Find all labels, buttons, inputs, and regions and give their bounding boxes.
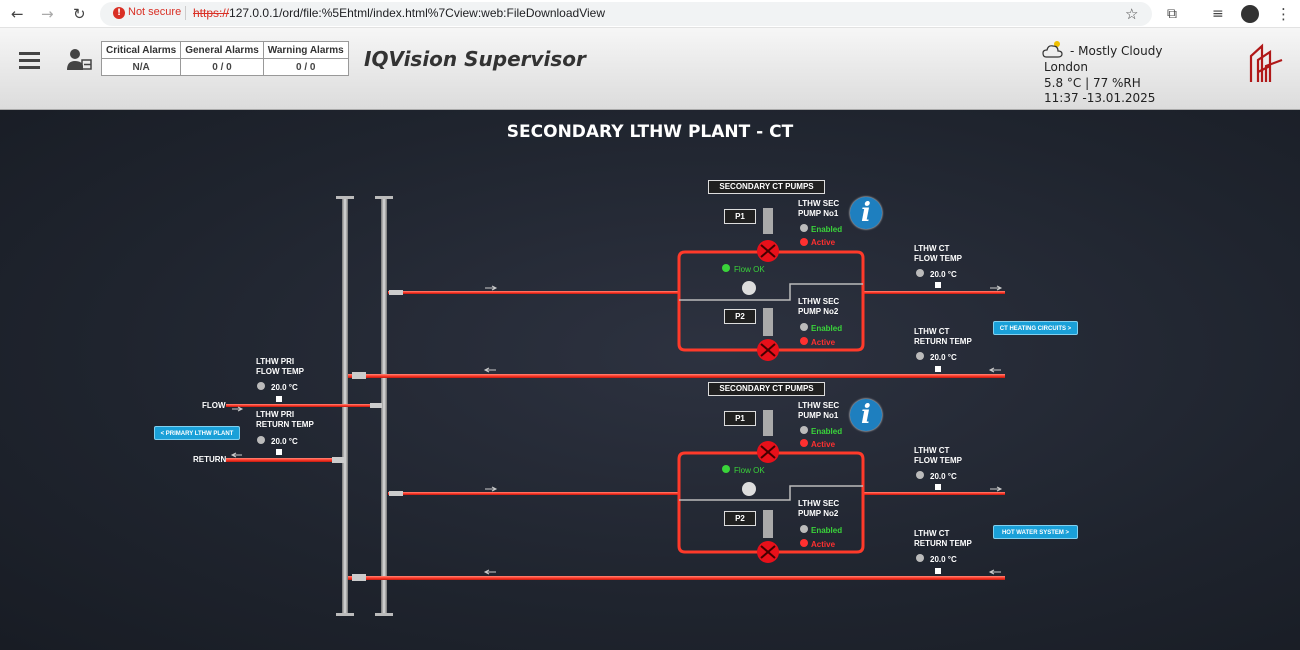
bookmark-star-icon[interactable]: ☆ <box>1125 5 1139 23</box>
url-text[interactable]: https://127.0.0.1/ord/file:%5Ehtml/index… <box>193 6 605 20</box>
not-secure-icon[interactable]: ! <box>113 7 125 19</box>
flow-label: FLOW <box>202 401 226 410</box>
flow-ok-2: Flow OK <box>734 466 765 475</box>
pump-group-1 <box>348 208 1005 379</box>
pump2-label-1: LTHW SEC PUMP No2 <box>798 297 840 316</box>
pumps-header-2: SECONDARY CT PUMPS <box>708 382 825 396</box>
ct-flow-temp-label-1: LTHW CT FLOW TEMP <box>914 244 962 263</box>
pumps-header-1: SECONDARY CT PUMPS <box>708 180 825 194</box>
p1-label-2[interactable]: P1 <box>724 411 756 426</box>
ct-flow-pipe-out <box>862 291 1005 294</box>
primary-return-pipe <box>226 458 342 462</box>
forward-icon[interactable]: → <box>41 5 54 23</box>
not-secure-label[interactable]: Not secure <box>128 6 182 18</box>
weather-location: London <box>1044 60 1088 74</box>
profile-avatar-icon[interactable] <box>1241 5 1259 23</box>
pump1-enabled-1: Enabled <box>811 225 843 234</box>
pri-flow-temp-label: LTHW PRI FLOW TEMP <box>256 357 304 376</box>
p1-label-1[interactable]: P1 <box>724 209 756 224</box>
pump-motor-2 <box>763 308 773 336</box>
hw-return-temp-label-2: LTHW CT RETURN TEMP <box>914 529 972 548</box>
hw-return-sensor-icon[interactable] <box>935 568 941 574</box>
flow-switch-icon[interactable] <box>742 281 756 295</box>
address-divider <box>185 6 186 20</box>
pump2-enabled-1: Enabled <box>811 324 843 333</box>
warning-alarms-value[interactable]: 0 / 0 <box>262 58 349 76</box>
weather-condition: - Mostly Cloudy <box>1070 44 1163 58</box>
pump-motor-1 <box>763 208 773 234</box>
hw-flow-sensor-icon[interactable] <box>935 484 941 490</box>
pri-return-temp-value[interactable]: 20.0 °C <box>271 437 298 446</box>
hw-return-pipe <box>348 576 1005 580</box>
pump1-label-2: LTHW SEC PUMP No1 <box>798 401 840 420</box>
more-menu-icon[interactable]: ⋮ <box>1276 5 1291 23</box>
pump1-active-2: Active <box>811 440 836 449</box>
pri-return-temp-label: LTHW PRI RETURN TEMP <box>256 410 314 429</box>
pump1-active-1: Active <box>811 238 836 247</box>
primary-lthw-plant-button[interactable]: < PRIMARY LTHW PLANT <box>154 426 240 440</box>
app-title: IQVision Supervisor <box>364 47 586 71</box>
extensions-icon[interactable]: ⧉ <box>1167 6 1177 22</box>
building-logo-icon[interactable] <box>1249 43 1283 82</box>
weather-readings: 5.8 °C | 77 %RH <box>1044 76 1141 90</box>
flow-ok-1: Flow OK <box>734 265 765 274</box>
general-alarms-value[interactable]: 0 / 0 <box>180 58 264 76</box>
critical-alarms-value[interactable]: N/A <box>100 58 182 76</box>
user-logout-icon[interactable] <box>67 49 92 70</box>
browser-toolbar: ← → ↻ ! Not secure https://127.0.0.1/ord… <box>0 0 1300 28</box>
alarm-summary-table[interactable]: Critical Alarms General Alarms Warning A… <box>100 41 349 76</box>
pump1-label-1: LTHW SEC PUMP No1 <box>798 199 840 218</box>
media-control-icon[interactable]: ≡ <box>1212 6 1224 22</box>
return-label: RETURN <box>193 455 227 464</box>
pri-flow-sensor-icon[interactable] <box>276 396 282 402</box>
hw-flow-temp-label-2: LTHW CT FLOW TEMP <box>914 446 962 465</box>
pump2-label-2: LTHW SEC PUMP No2 <box>798 499 840 518</box>
ct-heating-circuits-button[interactable]: CT HEATING CIRCUITS > <box>993 321 1078 335</box>
pump2-active-2: Active <box>811 540 836 549</box>
hot-water-system-button[interactable]: HOT WATER SYSTEM > <box>993 525 1078 539</box>
hw-return-temp-value-2[interactable]: 20.0 °C <box>930 555 957 564</box>
plant-title: SECONDARY LTHW PLANT - CT <box>506 122 794 142</box>
header-pipe-right <box>381 198 387 616</box>
ct-return-sensor-icon[interactable] <box>935 366 941 372</box>
ct-return-pipe <box>348 374 1005 378</box>
hw-flow-pipe-in <box>388 492 679 495</box>
flow-switch-icon[interactable] <box>742 482 756 496</box>
header-icons <box>67 41 1283 82</box>
address-bar[interactable] <box>100 2 1152 26</box>
pri-return-status-icon <box>257 436 265 444</box>
ct-return-temp-value-1[interactable]: 20.0 °C <box>930 353 957 362</box>
p2-label-1[interactable]: P2 <box>724 309 756 324</box>
hw-flow-pipe-out <box>862 492 1005 495</box>
pri-return-sensor-icon[interactable] <box>276 449 282 455</box>
pri-flow-status-icon <box>257 382 265 390</box>
reload-icon[interactable]: ↻ <box>73 5 86 23</box>
back-icon[interactable]: ← <box>11 5 24 23</box>
pump-loop-pipe <box>677 451 865 554</box>
primary-flow-pipe <box>226 404 381 407</box>
cloud-sun-icon <box>1042 41 1063 58</box>
hamburger-menu-icon[interactable] <box>19 52 40 73</box>
weather-datetime: 11:37 -13.01.2025 <box>1044 91 1156 105</box>
pump-motor-2 <box>763 510 773 538</box>
pri-flow-temp-value[interactable]: 20.0 °C <box>271 383 298 392</box>
pump-group-2 <box>348 410 1005 581</box>
plant-graphic-area <box>0 110 1300 650</box>
p2-label-2[interactable]: P2 <box>724 511 756 526</box>
pump-loop-pipe <box>677 250 865 352</box>
pump2-enabled-2: Enabled <box>811 526 843 535</box>
ct-flow-temp-value-1[interactable]: 20.0 °C <box>930 270 957 279</box>
pump1-enabled-2: Enabled <box>811 427 843 436</box>
info-icon-1[interactable]: i <box>850 197 882 229</box>
pump-motor-1 <box>763 410 773 436</box>
ct-flow-pipe-in <box>388 291 679 294</box>
hw-flow-temp-value-2[interactable]: 20.0 °C <box>930 472 957 481</box>
info-icon-2[interactable]: i <box>850 399 882 431</box>
ct-flow-sensor-icon[interactable] <box>935 282 941 288</box>
ct-return-temp-label-1: LTHW CT RETURN TEMP <box>914 327 972 346</box>
pump2-active-1: Active <box>811 338 836 347</box>
